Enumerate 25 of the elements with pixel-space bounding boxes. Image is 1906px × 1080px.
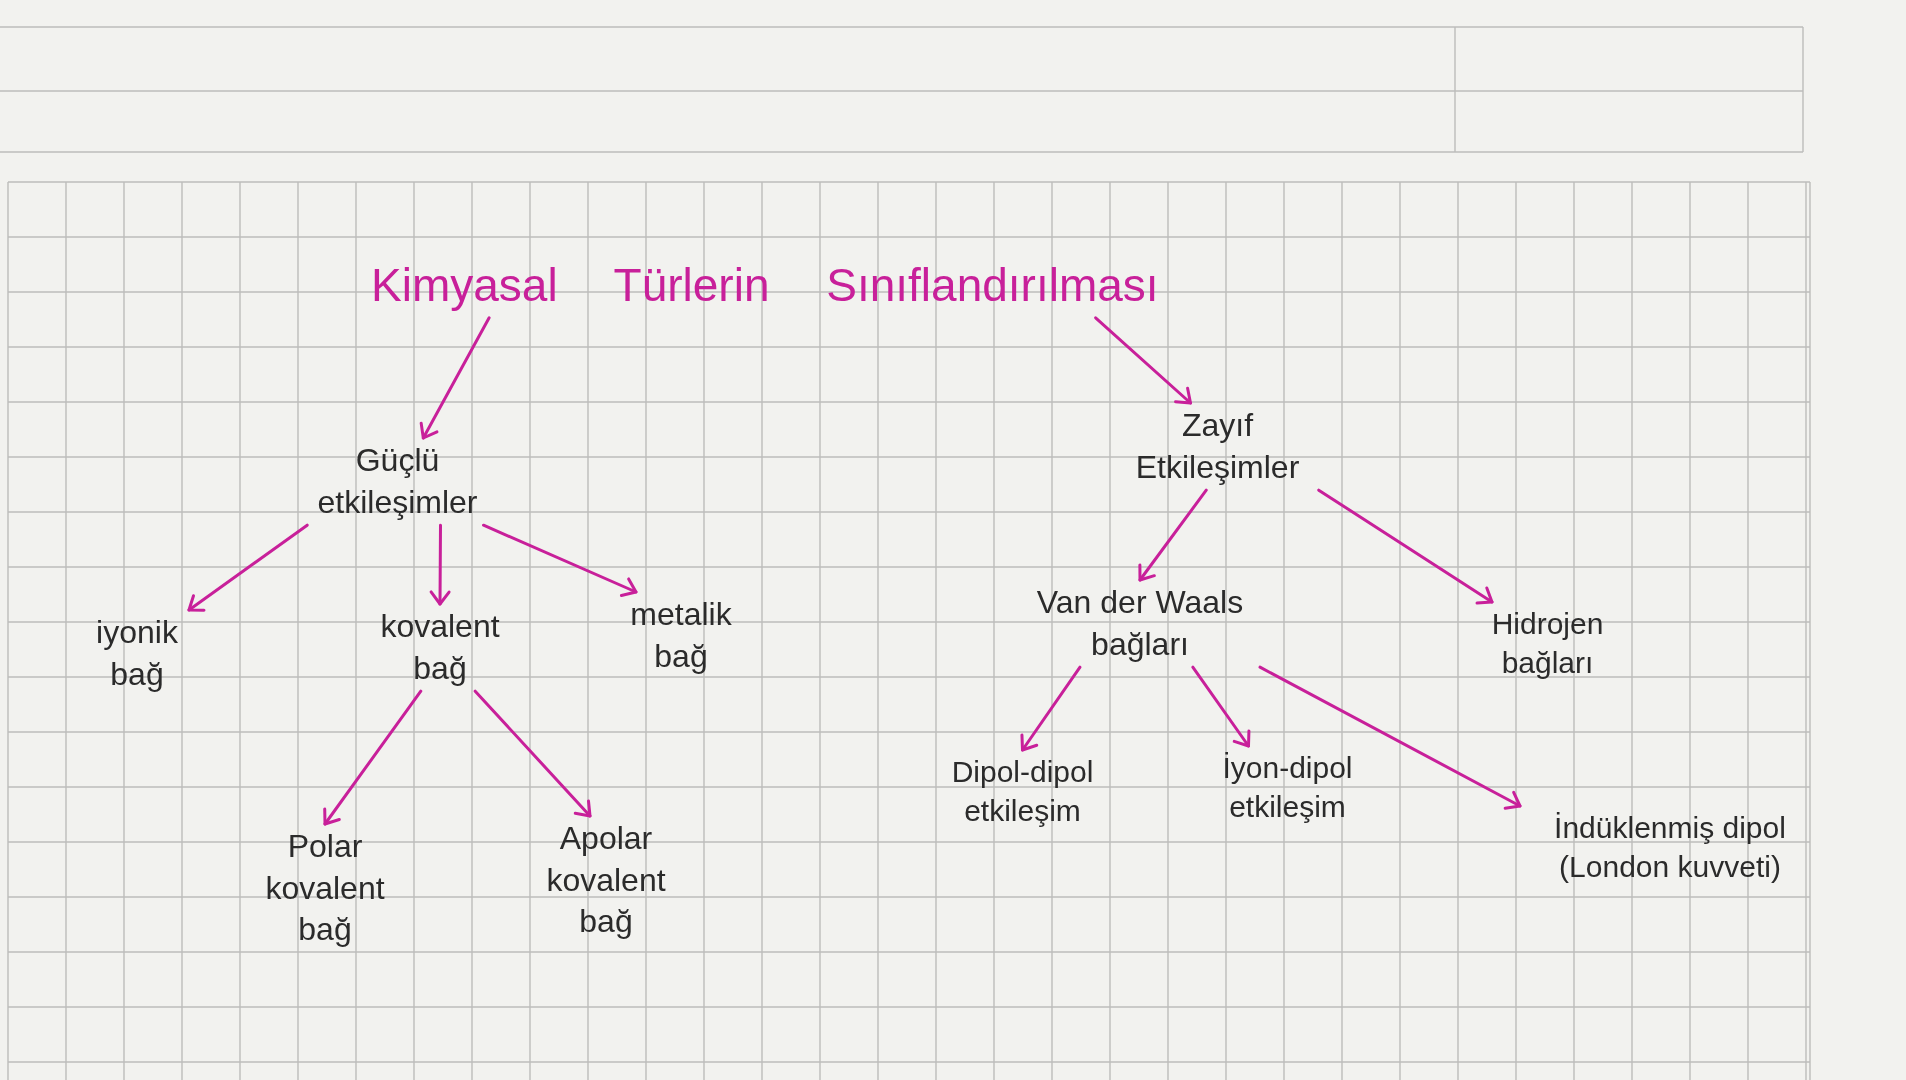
concept-label: Van der Waals bağları (1020, 582, 1260, 666)
arrow (1094, 316, 1192, 405)
concept-label: Dipol-dipol etkileşim (925, 752, 1120, 830)
concept-label: iyonik bağ (72, 612, 202, 696)
arrow (323, 689, 423, 826)
arrow (1258, 665, 1522, 810)
arrow (1317, 488, 1494, 605)
arrow (473, 689, 592, 818)
concept-label: Zayıf Etkileşimler (1105, 405, 1330, 489)
concept-label: kovalent bağ (360, 606, 520, 690)
concept-label: Hidrojen bağları (1455, 604, 1640, 682)
arrow (1020, 665, 1082, 752)
arrow (187, 523, 309, 612)
concept-label: İndüklenmiş dipol (London kuvveti) (1520, 808, 1820, 886)
concept-label: metalik bağ (606, 594, 756, 678)
concept-label: İyon-dipol etkileşim (1190, 748, 1385, 826)
arrow (429, 523, 451, 606)
arrow (419, 316, 491, 440)
arrow (1138, 488, 1208, 582)
concept-label: Güçlü etkileşimler (290, 440, 505, 524)
concept-label: Apolar kovalent bağ (526, 818, 686, 943)
concept-label: Polar kovalent bağ (250, 826, 400, 951)
arrow (1191, 665, 1251, 748)
title-heading: Kimyasal Türlerin Sınıflandırılması (371, 256, 1159, 316)
arrow (482, 523, 638, 597)
